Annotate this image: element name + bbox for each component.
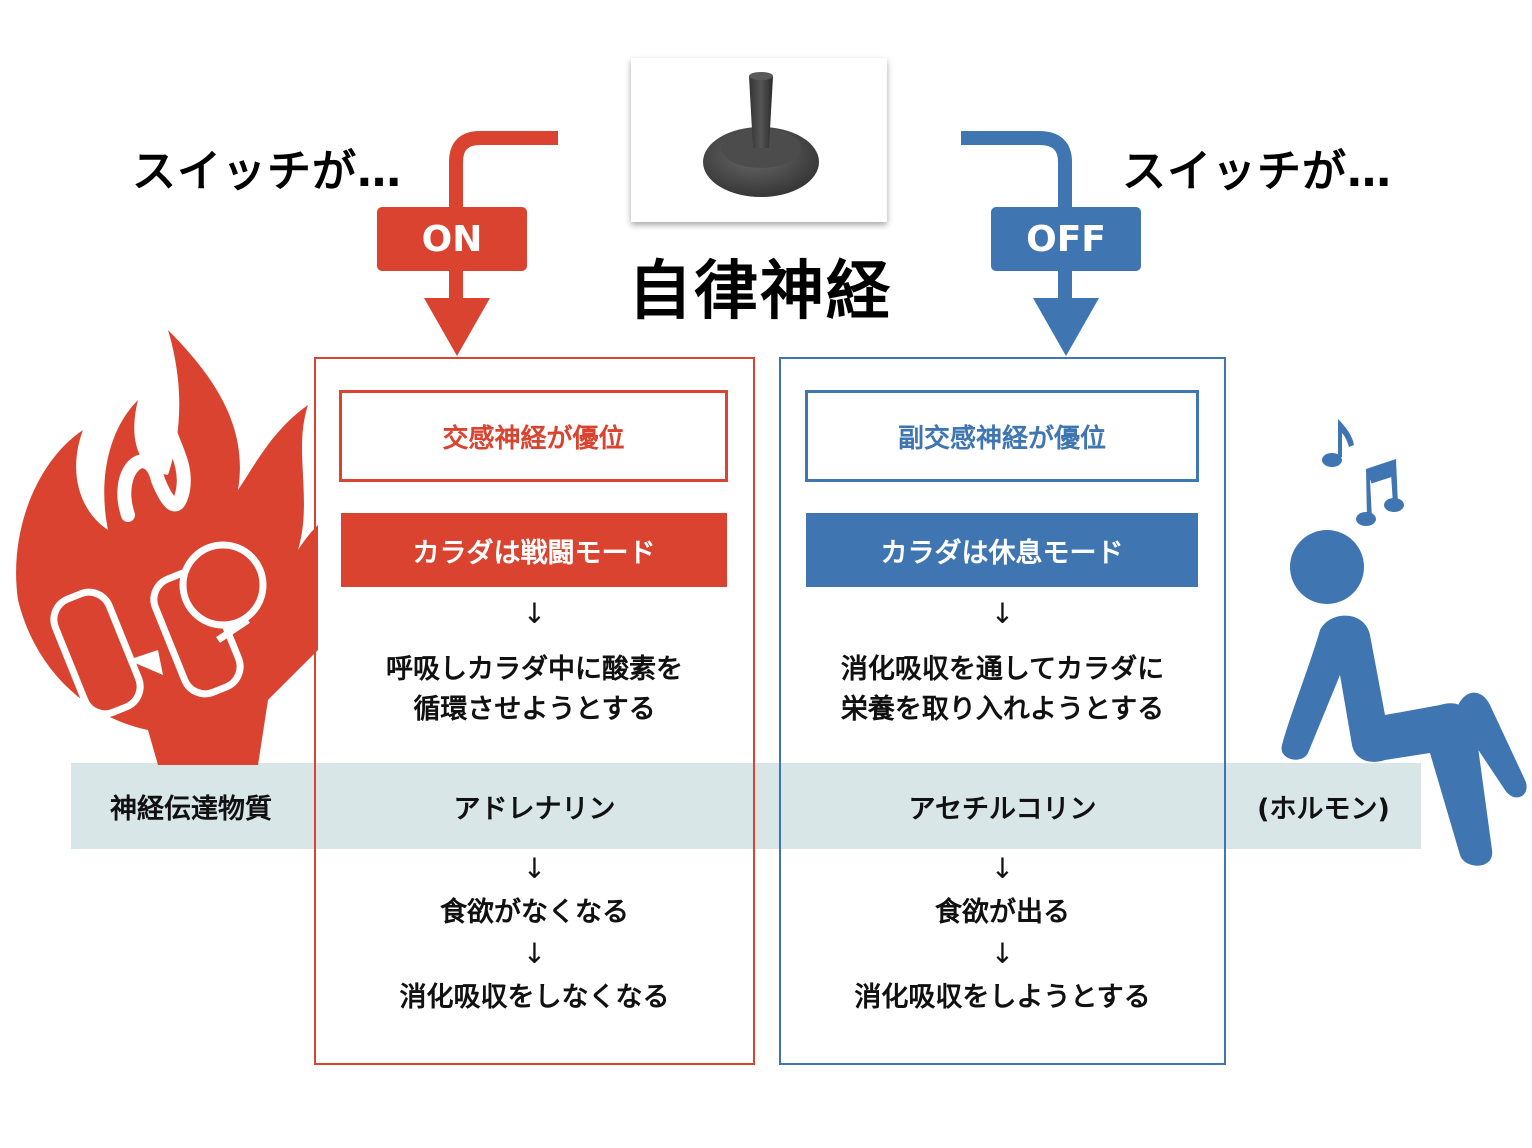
off-arrow-icon (961, 131, 1099, 356)
left-switch-label: スイッチが… (132, 146, 402, 197)
down-arrow-icon: ↓ (990, 597, 1015, 630)
parasympathetic-result2: 消化吸収をしようとする (854, 982, 1151, 1013)
sympathetic-effect-line1: 呼吸しカラダ中に酸素を (386, 654, 683, 685)
relaxing-person-music-icon (1281, 419, 1527, 866)
parasympathetic-mode: カラダは休息モード (806, 513, 1198, 587)
parasympathetic-header: 副交感神経が優位 (805, 390, 1199, 482)
parasympathetic-result1: 食欲が出る (935, 897, 1070, 928)
down-arrow-icon: ↓ (522, 937, 547, 970)
down-arrow-icon: ↓ (990, 852, 1015, 885)
hormone-note: (ホルモン) (1257, 793, 1390, 825)
off-tag: OFF (991, 207, 1141, 271)
down-arrow-icon: ↓ (990, 937, 1015, 970)
sympathetic-transmitter: アドレナリン (453, 793, 616, 825)
sympathetic-result1: 食欲がなくなる (440, 897, 629, 928)
down-arrow-icon: ↓ (522, 852, 547, 885)
parasympathetic-column (779, 357, 1226, 1065)
down-arrow-icon: ↓ (522, 597, 547, 630)
sympathetic-column (314, 357, 755, 1065)
neurotransmitter-band (71, 763, 1421, 849)
joystick-icon (703, 72, 819, 197)
sympathetic-effect-line2: 循環させようとする (413, 694, 656, 725)
sympathetic-header: 交感神経が優位 (339, 390, 728, 482)
parasympathetic-transmitter: アセチルコリン (908, 793, 1097, 825)
joystick-image (631, 58, 887, 222)
sympathetic-mode: カラダは戦闘モード (341, 513, 727, 587)
parasympathetic-effect-line2: 栄養を取り入れようとする (840, 694, 1165, 725)
burning-fist-flame-icon (16, 330, 318, 765)
right-switch-label: スイッチが… (1122, 146, 1392, 197)
page-title: 自律神経 (628, 255, 892, 329)
music-note-icon (1322, 419, 1404, 526)
parasympathetic-effect-line1: 消化吸収を通してカラダに (840, 654, 1165, 685)
neurotransmitter-label: 神経伝達物質 (110, 793, 272, 825)
sympathetic-result2: 消化吸収をしなくなる (399, 982, 670, 1013)
on-arrow-icon (424, 131, 558, 356)
on-tag: ON (377, 207, 527, 271)
